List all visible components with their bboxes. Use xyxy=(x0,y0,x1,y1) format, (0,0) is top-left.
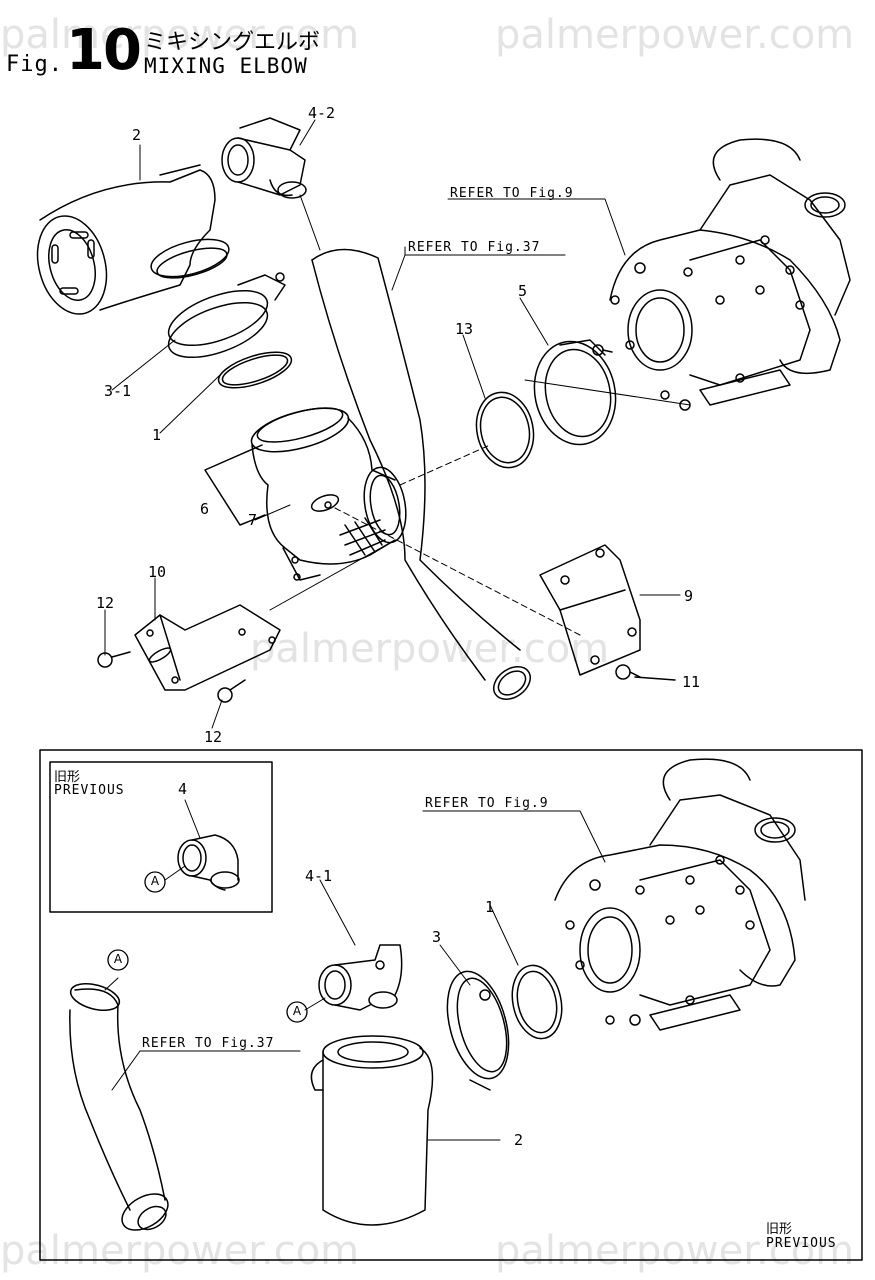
part-1-gasket-previous xyxy=(511,964,563,1040)
marker-circle-inset xyxy=(144,871,166,893)
fig-prefix: Fig. xyxy=(6,52,63,77)
part-13-gasket xyxy=(475,391,535,469)
marker-circle-tee xyxy=(286,1001,308,1023)
watermark-bottom-right: palmerpower.com xyxy=(495,1228,855,1274)
ref-fig37-main: REFER TO Fig.37 xyxy=(408,240,541,255)
leader-lines-main xyxy=(104,119,681,729)
footer-label-en: PREVIOUS xyxy=(766,1236,837,1251)
part-label-1-previous: 1 xyxy=(485,898,495,916)
title-english: MIXING ELBOW xyxy=(144,54,308,78)
turbocharger-main xyxy=(609,138,851,411)
part-4-1-tee xyxy=(304,879,403,1011)
part-12-bolts xyxy=(97,651,246,703)
part-label-13: 13 xyxy=(455,320,474,338)
previous-inset-frame xyxy=(49,761,273,913)
ref-fig9-main: REFER TO Fig.9 xyxy=(450,186,574,201)
ref-fig37-previous: REFER TO Fig.37 xyxy=(142,1036,275,1051)
part-label-6: 6 xyxy=(200,500,210,518)
part-label-11: 11 xyxy=(682,673,701,691)
hose-fig37 xyxy=(311,248,531,700)
part-1-gasket xyxy=(217,351,293,389)
part-label-9: 9 xyxy=(684,587,694,605)
part-2-housing-previous xyxy=(310,1035,501,1226)
previous-hose xyxy=(69,977,169,1231)
part-3-clamp-previous xyxy=(439,944,510,1091)
inset-part-label-4: 4 xyxy=(178,780,188,798)
title-japanese: ミキシングエルボ xyxy=(144,30,321,55)
part-label-3-previous: 3 xyxy=(432,928,442,946)
fig-number: 10 xyxy=(66,18,142,83)
ref-fig9-previous: REFER TO Fig.9 xyxy=(425,796,549,811)
part-label-10: 10 xyxy=(148,563,167,581)
previous-frame xyxy=(39,749,863,1261)
part-label-4-1: 4-1 xyxy=(305,867,333,885)
part-label-7: 7 xyxy=(248,511,258,529)
part-label-12-bottom: 12 xyxy=(204,728,223,746)
part-label-2-previous: 2 xyxy=(514,1131,524,1149)
part-6-bracket-line xyxy=(204,444,266,526)
marker-circle-hose xyxy=(107,949,129,971)
watermark-center: palmerpower.com xyxy=(250,626,610,672)
alignment-lines xyxy=(334,444,581,636)
part-label-12-top: 12 xyxy=(96,594,115,612)
watermark-top-right: palmerpower.com xyxy=(495,12,855,58)
footer-label-jp: 旧形 xyxy=(766,1222,793,1237)
part-11-bolt xyxy=(615,664,676,681)
part-10-bracket xyxy=(134,604,281,691)
watermark-top-left: palmerpower.com xyxy=(0,12,360,58)
part-3-1-clamp xyxy=(167,272,286,359)
marker-a-inset: A xyxy=(150,874,160,888)
part-label-1: 1 xyxy=(152,426,162,444)
inset-label-en: PREVIOUS xyxy=(54,783,125,798)
part-4-2-tee-fitting xyxy=(221,117,307,199)
marker-a-tee: A xyxy=(292,1004,302,1018)
part-label-4-2: 4-2 xyxy=(308,104,336,122)
inset-label-jp: 旧形 xyxy=(54,770,81,785)
part-2-elbow-housing xyxy=(36,164,230,315)
part-label-5: 5 xyxy=(518,282,528,300)
part-label-2: 2 xyxy=(132,126,142,144)
part-5-clamp xyxy=(533,339,617,446)
leader-lines-previous xyxy=(111,810,606,1091)
part-9-bracket xyxy=(539,544,641,676)
inset-part-4-elbow xyxy=(164,799,240,891)
turbocharger-previous xyxy=(554,758,806,1031)
part-label-3-1: 3-1 xyxy=(104,382,132,400)
watermark-bottom-left: palmerpower.com xyxy=(0,1228,360,1274)
part-7-mixing-elbow xyxy=(250,407,407,581)
marker-a-hose: A xyxy=(113,952,123,966)
